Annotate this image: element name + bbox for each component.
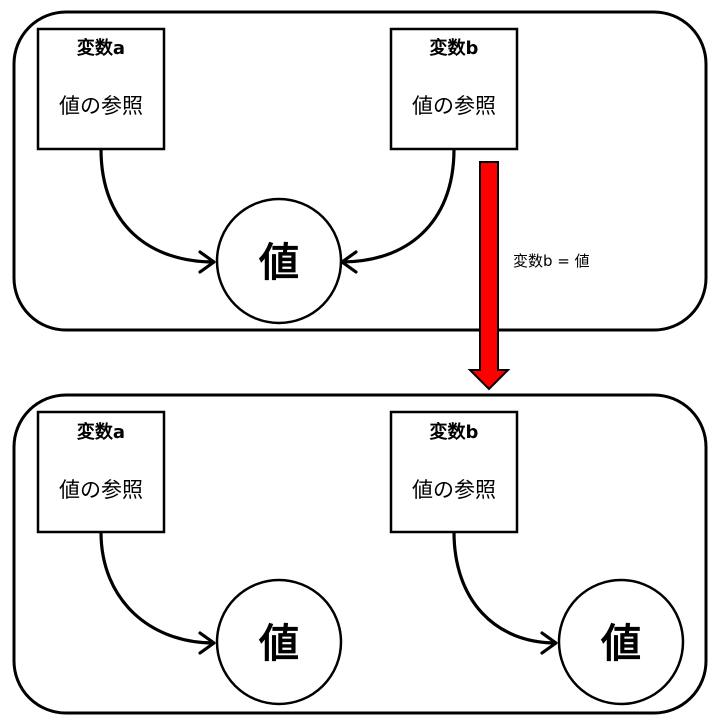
after-panel: 変数a 値の参照 変数b 値の参照 値 値 — [12, 393, 708, 715]
after-var-a-name: 変数a — [77, 421, 125, 443]
before-var-a-box: 変数a 値の参照 — [36, 27, 166, 151]
before-ref-arrow-b — [341, 148, 456, 264]
before-var-b-ref: 値の参照 — [412, 94, 496, 118]
after-var-a-ref: 値の参照 — [59, 478, 143, 502]
after-ref-arrowhead-a — [198, 631, 216, 655]
after-ref-arrowhead-b — [540, 631, 558, 655]
after-var-b-ref: 値の参照 — [412, 478, 496, 502]
before-var-b-frame — [389, 27, 519, 151]
before-value-node: 値 — [215, 197, 343, 325]
after-value-text-b: 値 — [600, 621, 641, 667]
before-var-a-frame — [36, 27, 166, 151]
before-ref-arrow-a — [99, 148, 215, 264]
before-var-a-name: 変数a — [77, 37, 125, 59]
before-ref-arrowhead-a — [198, 250, 216, 274]
after-ref-arrow-b — [452, 531, 557, 645]
after-value-node-a: 値 — [215, 578, 343, 706]
before-value-circle — [215, 197, 343, 325]
transition-arrow — [467, 161, 511, 391]
after-value-circle-b — [557, 578, 685, 706]
before-var-b-box: 変数b 値の参照 — [389, 27, 519, 151]
after-var-a-box: 変数a 値の参照 — [36, 410, 166, 534]
after-panel-frame — [12, 393, 708, 715]
after-value-node-b: 値 — [557, 578, 685, 706]
before-value-text: 値 — [258, 240, 299, 286]
before-panel-frame — [12, 10, 708, 332]
before-var-a-ref: 値の参照 — [59, 94, 143, 118]
after-value-text-a: 値 — [258, 621, 299, 667]
after-ref-arrow-a — [99, 531, 215, 645]
before-panel: 変数a 値の参照 変数b 値の参照 値 — [12, 10, 708, 332]
after-var-b-frame — [389, 410, 519, 534]
transition: 変数b = 値 — [467, 161, 590, 391]
after-var-b-box: 変数b 値の参照 — [389, 410, 519, 534]
after-value-circle-a — [215, 578, 343, 706]
after-var-b-name: 変数b — [430, 421, 479, 443]
transition-label: 変数b = 値 — [513, 252, 590, 270]
before-var-b-name: 変数b — [430, 37, 479, 59]
